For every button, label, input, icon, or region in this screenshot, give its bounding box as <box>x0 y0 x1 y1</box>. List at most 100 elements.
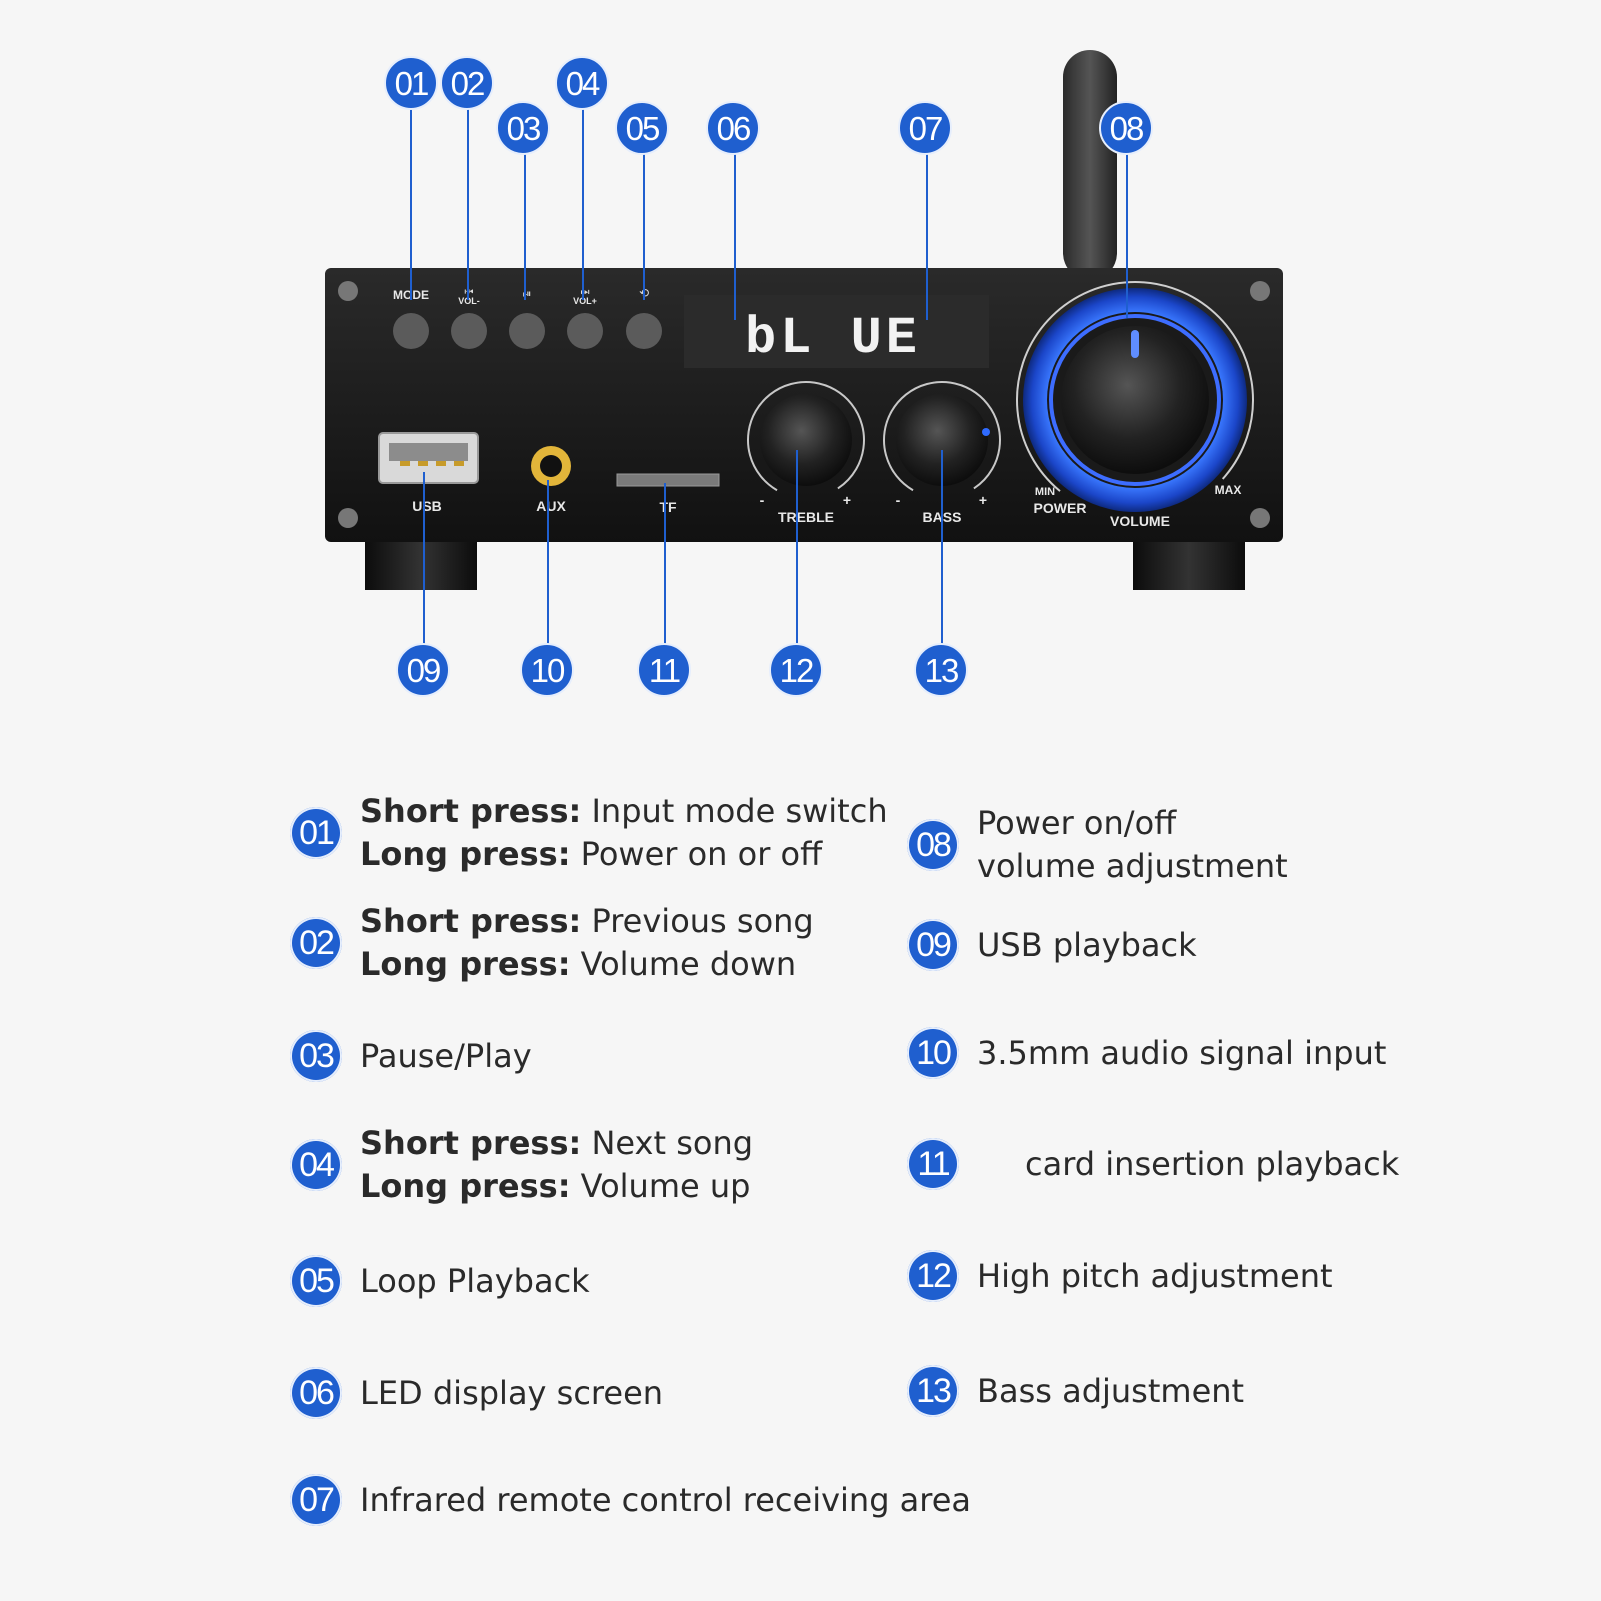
usb-pin <box>400 461 410 466</box>
usb-label: USB <box>412 498 442 514</box>
volume-scale-arc <box>1016 281 1254 519</box>
volume-indicator <box>1131 330 1139 358</box>
legend-description: Loop Playback <box>360 1260 590 1303</box>
svg-text:03: 03 <box>507 110 540 147</box>
legend-bold: Long press: <box>360 945 571 983</box>
treble-label: TREBLE <box>778 509 834 525</box>
amplifier-diagram: MODE VOL- VOL+ ⏮ ⏯ ⏭ ⟲ bL UE USB AUX TF … <box>0 0 1601 760</box>
screw <box>338 508 358 528</box>
legend-bold: Short press: <box>360 1124 582 1162</box>
legend-text: Next song <box>581 1124 754 1162</box>
legend-badge: 08 <box>907 819 959 871</box>
callout-03: 03 <box>496 101 550 155</box>
legend-badge: 03 <box>290 1030 342 1082</box>
svg-text:08: 08 <box>1110 110 1143 147</box>
legend-description: Power on/off volume adjustment <box>977 802 1288 888</box>
legend-item-04: 04 Short press: Next song Long press: Vo… <box>290 1122 753 1208</box>
next-label: VOL+ <box>573 296 597 306</box>
legend-badge: 13 <box>907 1365 959 1417</box>
volume-ring-light <box>1049 314 1221 486</box>
legend-item-07: 07 Infrared remote control receiving are… <box>290 1474 971 1526</box>
svg-text:05: 05 <box>626 110 659 147</box>
svg-text:01: 01 <box>395 65 428 102</box>
loop-button <box>626 313 662 349</box>
legend-text: Volume up <box>570 1167 751 1205</box>
legend-text: USB playback <box>977 925 1197 964</box>
callout-11: 11 <box>637 643 691 697</box>
tf-label: TF <box>659 499 677 515</box>
bass-minus: - <box>896 492 901 508</box>
tf-card-slot <box>616 473 720 487</box>
legend-description: Bass adjustment <box>977 1370 1244 1413</box>
legend-text: LED display screen <box>360 1373 664 1412</box>
legend-badge: 07 <box>290 1474 342 1526</box>
legend-item-13: 13 Bass adjustment <box>907 1365 1244 1417</box>
legend-badge: 01 <box>290 807 342 859</box>
legend-text: card insertion playback <box>1025 1144 1400 1183</box>
callout-10: 10 <box>520 643 574 697</box>
amplifier-front-panel-illustration: MODE VOL- VOL+ ⏮ ⏯ ⏭ ⟲ bL UE USB AUX TF … <box>325 50 1283 697</box>
legend-text: volume adjustment <box>977 847 1288 885</box>
callout-badges: 01 02 03 04 05 06 07 08 09 10 11 12 13 <box>384 56 1153 697</box>
callout-08: 08 <box>1099 101 1153 155</box>
legend-description: Short press: Input mode switch Long pres… <box>360 790 888 876</box>
legend-item-06: 06 LED display screen <box>290 1367 663 1419</box>
treble-scale-arc <box>746 381 865 499</box>
svg-text:09: 09 <box>407 652 440 689</box>
volume-label: VOLUME <box>1110 513 1170 529</box>
callout-06: 06 <box>706 101 760 155</box>
bass-indicator-led <box>982 428 990 436</box>
legend-text: Power on/off <box>977 804 1177 842</box>
bass-scale-arc <box>882 381 1001 499</box>
callout-leaders <box>410 108 1128 645</box>
legend-description: Short press: Previous song Long press: V… <box>360 900 814 986</box>
svg-text:07: 07 <box>909 110 942 147</box>
svg-text:04: 04 <box>566 65 600 102</box>
screw <box>1250 281 1270 301</box>
play-pause-icon: ⏯ <box>523 287 532 300</box>
mode-button <box>393 313 429 349</box>
legend-badge: 04 <box>290 1139 342 1191</box>
legend-item-11: 11 card insertion playback <box>907 1138 1399 1190</box>
callout-13: 13 <box>914 643 968 697</box>
callout-07: 07 <box>898 101 952 155</box>
left-foot <box>365 535 477 590</box>
legend-text: Bass adjustment <box>977 1371 1245 1410</box>
svg-text:13: 13 <box>925 652 958 689</box>
treble-plus: + <box>843 492 851 508</box>
legend-item-08: 08 Power on/off volume adjustment <box>907 802 1288 888</box>
next-icon: ⏭ <box>581 287 590 298</box>
next-button <box>567 313 603 349</box>
callout-04: 04 <box>555 56 609 110</box>
usb-pin <box>418 461 428 466</box>
legend-item-10: 10 3.5mm audio signal input <box>907 1027 1386 1079</box>
legend-text: Power on or off <box>570 835 823 873</box>
legend-bold: Short press: <box>360 902 582 940</box>
svg-text:06: 06 <box>717 110 750 147</box>
legend-badge: 10 <box>907 1027 959 1079</box>
led-display-text: bL UE <box>745 309 921 368</box>
legend-bold: Short press: <box>360 792 582 830</box>
legend-description: Infrared remote control receiving area <box>360 1479 971 1522</box>
legend-description: Short press: Next song Long press: Volum… <box>360 1122 753 1208</box>
legend-bold: Long press: <box>360 1167 571 1205</box>
volume-max-label: MAX <box>1215 483 1242 497</box>
svg-text:02: 02 <box>451 65 484 102</box>
legend-text: Infrared remote control receiving area <box>360 1480 972 1519</box>
legend-item-03: 03 Pause/Play <box>290 1030 532 1082</box>
legend-item-01: 01 Short press: Input mode switch Long p… <box>290 790 888 876</box>
screw <box>338 281 358 301</box>
legend-badge: 11 <box>907 1138 959 1190</box>
legend-badge: 12 <box>907 1250 959 1302</box>
legend-item-12: 12 High pitch adjustment <box>907 1250 1333 1302</box>
legend-badge: 05 <box>290 1255 342 1307</box>
volume-min-label: MIN <box>1035 486 1055 498</box>
svg-text:12: 12 <box>780 652 813 689</box>
antenna <box>1063 50 1117 280</box>
legend-description: USB playback <box>977 924 1197 967</box>
legend-text: Input mode switch <box>581 792 888 830</box>
legend-text: Previous song <box>581 902 814 940</box>
callout-02: 02 <box>440 56 494 110</box>
power-label: POWER <box>1034 500 1087 516</box>
usb-pin <box>436 461 446 466</box>
